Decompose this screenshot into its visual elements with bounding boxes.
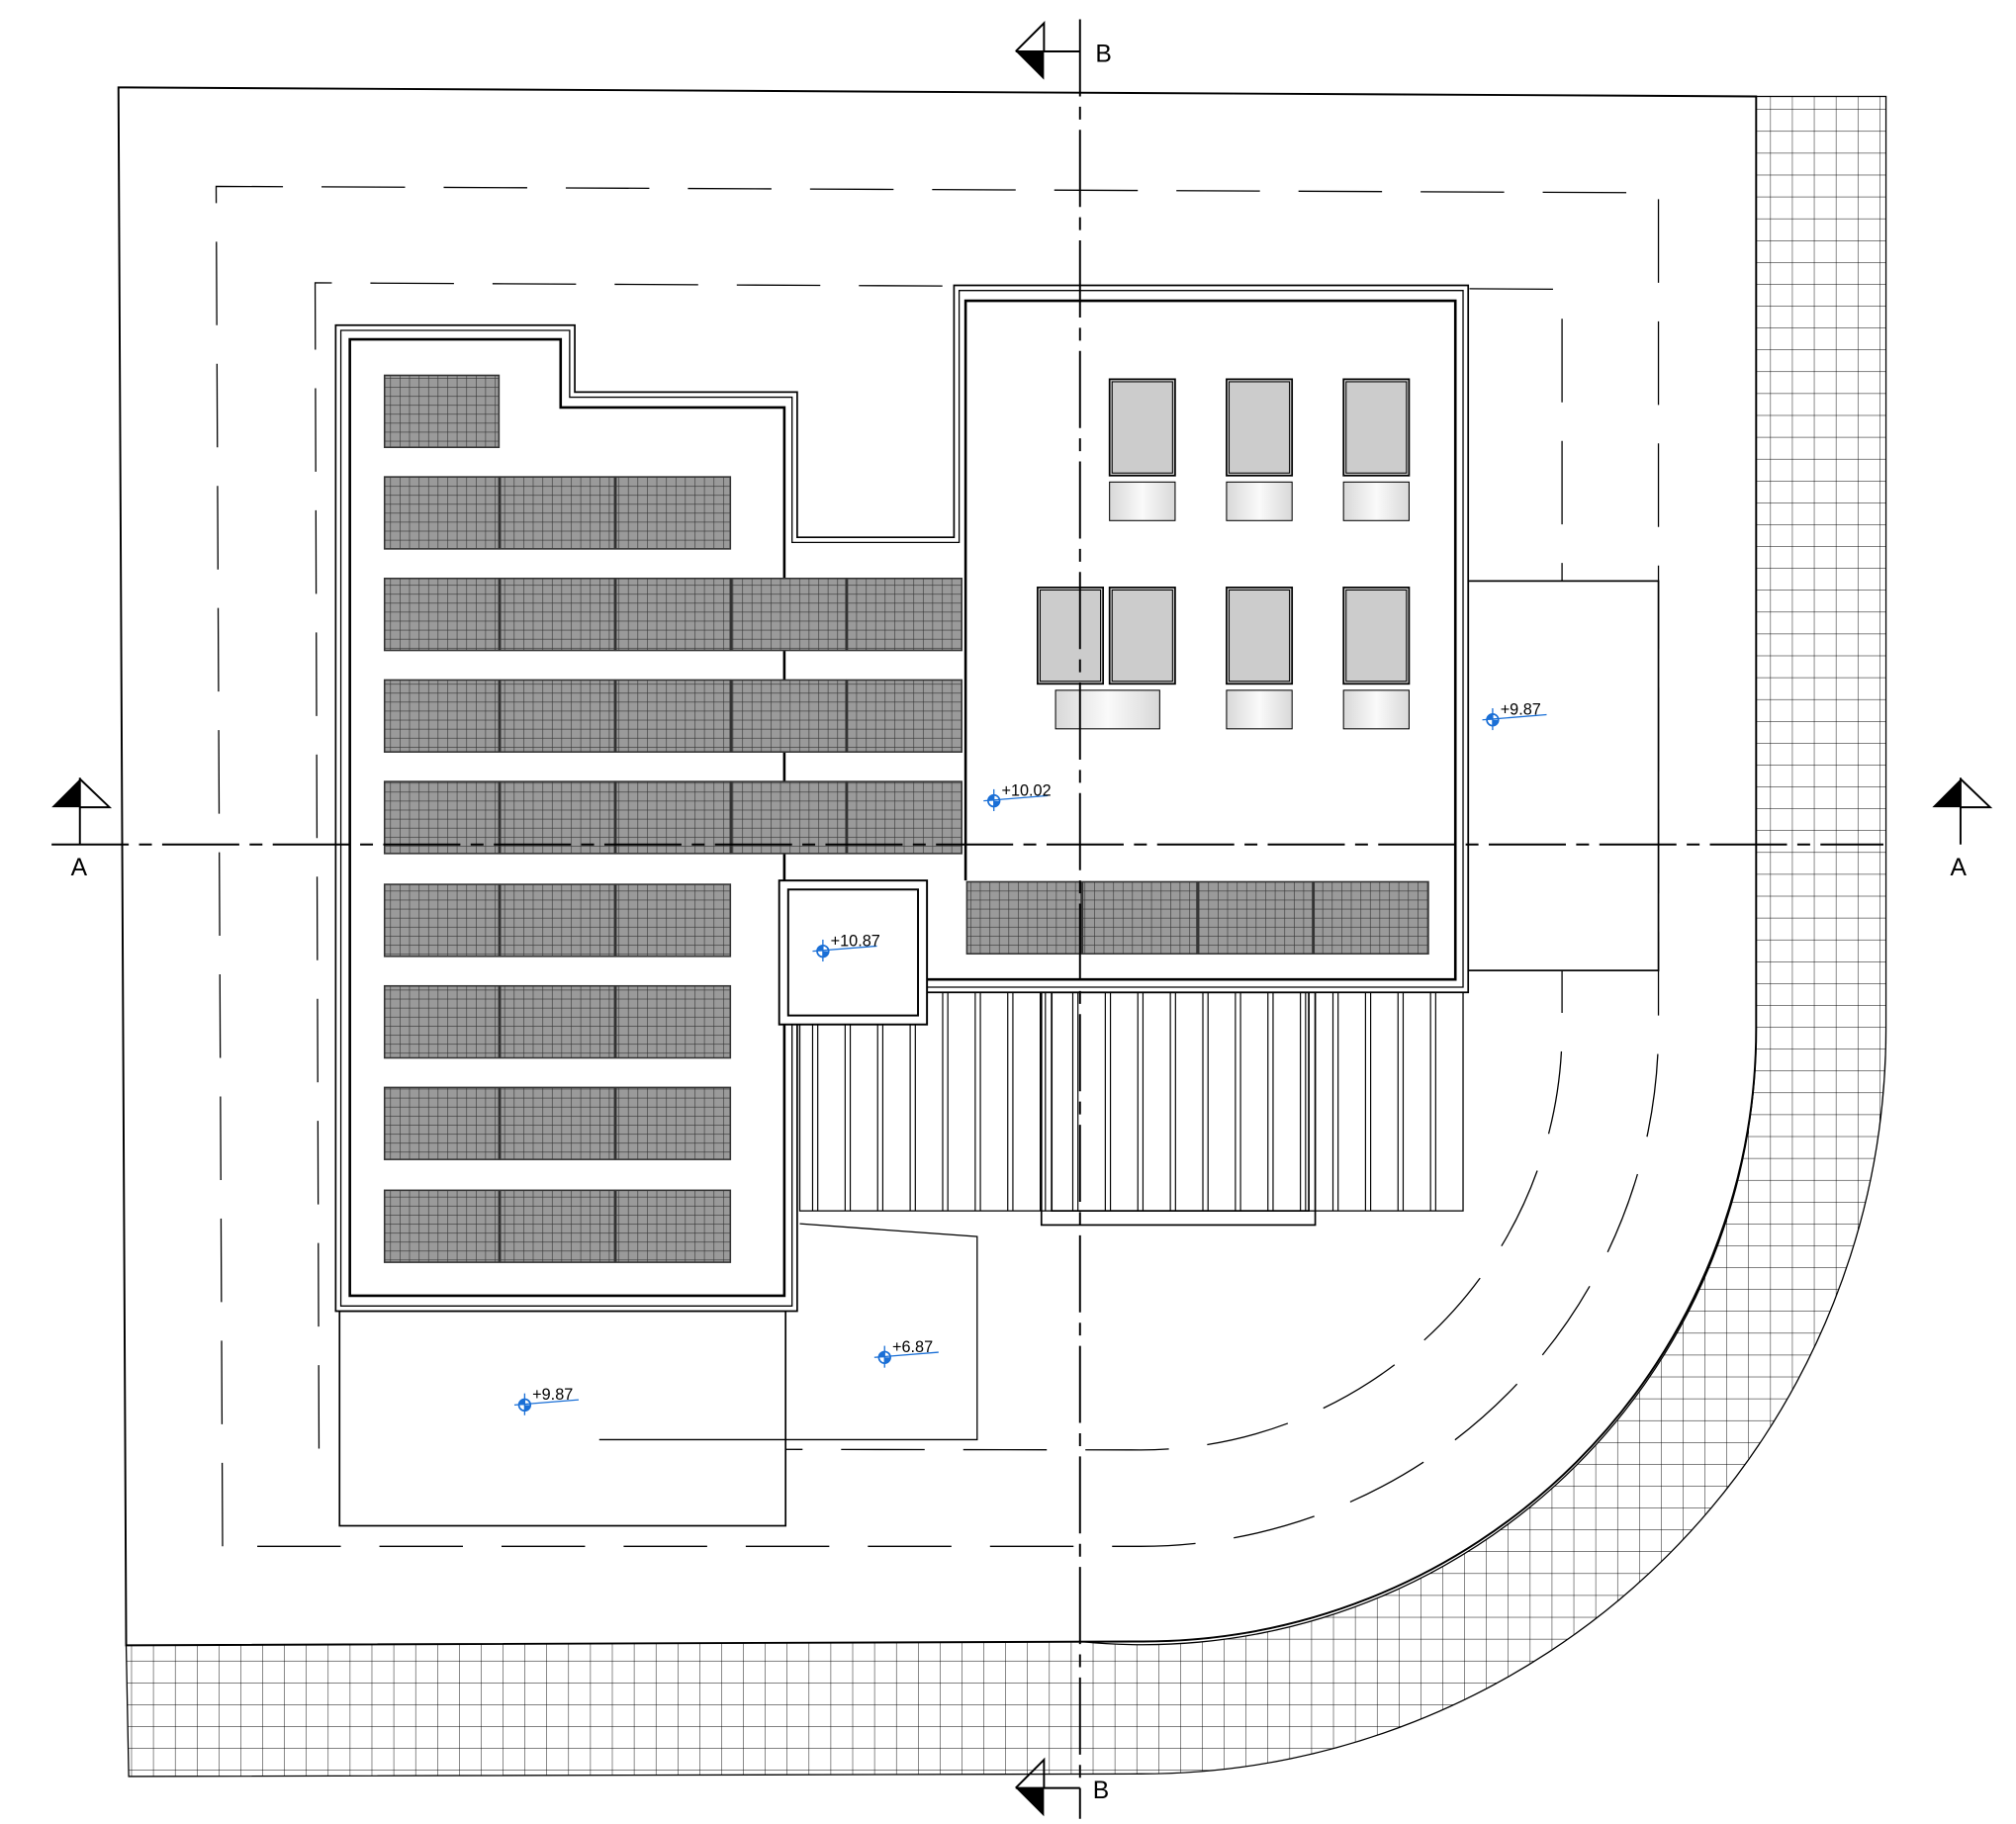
building-parapet-mid	[339, 290, 1464, 1307]
level-marker: +9.87	[1482, 701, 1547, 731]
level-marker: +10.02	[983, 781, 1052, 811]
level-marker: +6.87	[873, 1338, 939, 1368]
setback-outer	[215, 185, 1660, 1547]
solar-panel	[383, 1086, 501, 1160]
solar-panel	[1081, 880, 1198, 956]
level-label: +9.87	[1501, 701, 1541, 719]
solar-panel	[730, 577, 848, 652]
building-roof-inner	[348, 337, 786, 1298]
equipment-base	[1226, 481, 1293, 521]
hatched-ground	[125, 95, 1887, 1778]
solar-panel	[383, 476, 501, 550]
solar-panels	[383, 374, 1429, 1263]
section-marker-a-right: A	[1932, 777, 1993, 881]
level-marker: +9.87	[513, 1386, 580, 1415]
solar-panel	[499, 1189, 616, 1263]
lower-roof-right	[1467, 580, 1660, 971]
stair-housing-inner	[786, 888, 920, 1017]
equipment-base	[1342, 481, 1410, 521]
solar-panel	[614, 1086, 732, 1160]
solar-panel	[614, 883, 732, 958]
solar-panel	[730, 780, 848, 855]
solar-panel	[499, 577, 616, 652]
level-label: +6.87	[892, 1338, 933, 1356]
setback-inner	[314, 282, 1563, 1451]
level-label: +9.87	[532, 1386, 573, 1404]
level-label: +10.02	[1002, 781, 1052, 799]
section-label-a-left: A	[71, 855, 88, 881]
solar-panel	[499, 476, 616, 550]
section-marker-a-left: A	[51, 777, 113, 881]
terrace-outline	[598, 1223, 978, 1441]
solar-panel	[730, 679, 848, 753]
equipment-base	[1054, 689, 1160, 730]
level-label: +10.87	[831, 932, 880, 950]
lower-roof-left	[338, 1310, 787, 1527]
equipment-base	[1342, 689, 1410, 730]
hvac-unit	[1108, 378, 1176, 477]
solar-panel	[383, 780, 501, 855]
solar-panel	[499, 1086, 616, 1160]
level-marker: +10.87	[812, 932, 880, 962]
solar-panel	[614, 476, 732, 550]
solar-panel	[614, 984, 732, 1059]
hvac-unit	[1108, 587, 1176, 685]
solar-panel	[846, 679, 962, 753]
solar-panel	[614, 1189, 732, 1263]
solar-panel	[383, 679, 501, 753]
solar-panel	[614, 679, 732, 753]
equipment-base	[1109, 481, 1176, 521]
solar-panel	[614, 780, 732, 855]
hvac-unit	[1342, 587, 1411, 685]
solar-panel	[846, 780, 962, 855]
solar-panel	[846, 577, 962, 652]
hvac-unit	[1226, 587, 1294, 685]
solar-panel	[383, 984, 501, 1059]
solar-panel	[499, 883, 616, 958]
section-marker-b-top: B	[1015, 21, 1112, 80]
section-label-b-bottom: B	[1093, 1778, 1109, 1804]
solar-panel	[499, 984, 616, 1059]
solar-panel	[383, 883, 501, 958]
solar-panel	[614, 577, 732, 652]
pergola	[798, 991, 1464, 1227]
hvac-unit	[1342, 378, 1411, 477]
solar-panel	[499, 679, 616, 753]
solar-panel	[383, 577, 501, 652]
solar-panel	[383, 374, 501, 449]
hvac-unit	[1037, 587, 1105, 685]
building-roof-inner-right	[927, 299, 1457, 981]
stair-housing-outer	[778, 879, 929, 1026]
hvac-unit	[1226, 378, 1294, 477]
solar-panel	[383, 1189, 501, 1263]
section-label-b-top: B	[1095, 41, 1111, 67]
solar-panel	[1197, 880, 1314, 956]
section-label-a-right: A	[1951, 855, 1968, 881]
solar-panel	[965, 880, 1082, 956]
equipment-base	[1226, 689, 1293, 730]
rooftop-equipment	[1037, 378, 1411, 730]
solar-panel	[499, 780, 616, 855]
solar-panel	[1313, 880, 1429, 956]
